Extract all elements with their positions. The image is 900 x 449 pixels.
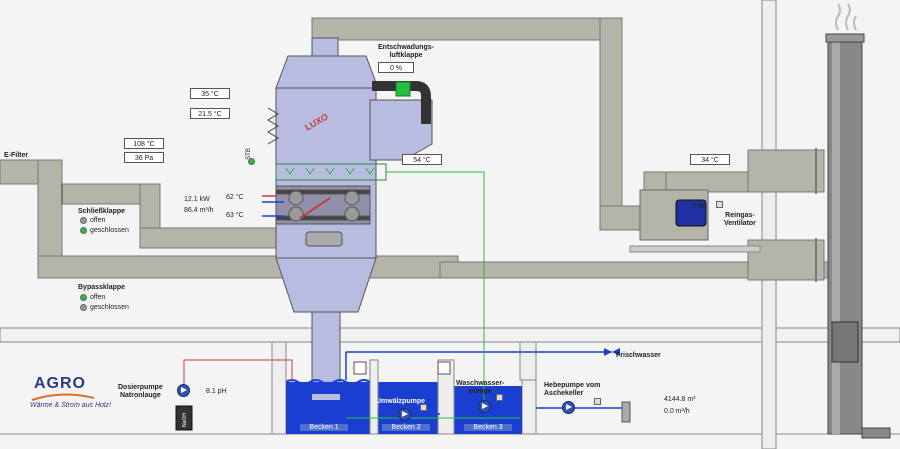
scrubber [275, 37, 433, 401]
schliessklappe-geschlossen-indicator [80, 227, 87, 234]
entschwadung-position-readout[interactable]: 0 % [378, 62, 414, 73]
agro-tagline: Wärme & Strom aus Holz! [30, 402, 111, 409]
umwaelzpumpe-label: Umwälzpumpe [376, 398, 426, 405]
e-filter-label: E-Filter [4, 152, 29, 159]
stack-temperature-readout[interactable]: 34 °C [690, 154, 730, 165]
agro-logo-swoosh [31, 393, 95, 401]
wall-right [761, 0, 777, 449]
reingas-fan-graphic [629, 189, 761, 253]
becken-3-label: Becken 3 [464, 424, 512, 431]
bypassklappe-label: Bypassklappe [78, 284, 126, 291]
temperature-mid-readout[interactable]: 21.5 °C [190, 108, 230, 119]
hx-outlet-temp-readout: 63 °C [226, 212, 244, 219]
dosierpumpe[interactable] [177, 384, 190, 397]
wall-basin-right [521, 379, 537, 435]
hebepumpe-control-button[interactable] [594, 398, 601, 405]
agro-logo: AGRO [34, 375, 86, 392]
waschwasserpumpe-control-button[interactable] [496, 394, 503, 401]
water-total-readout: 4144.8 m³ [664, 396, 696, 403]
hx-flow-readout: 86.4 m³/h [184, 207, 214, 214]
bypass-offen-indicator [80, 294, 87, 301]
frischwasser-label: Frischwasser [616, 352, 661, 359]
schliessklappe-offen-label: offen [90, 217, 106, 224]
umwaelzpumpe-control-button[interactable] [420, 404, 427, 411]
becken-1-label: Becken 1 [300, 424, 348, 431]
schliessklappe-label: Schließklappe [78, 208, 126, 215]
waschwasserpumpe[interactable] [478, 400, 491, 413]
bypass-geschlossen-indicator [80, 304, 87, 311]
fan-control-button[interactable] [716, 201, 723, 208]
water-flow-readout: 0.0 m³/h [664, 408, 690, 415]
bypass-offen-label: offen [90, 294, 106, 301]
stb-indicator [248, 158, 255, 165]
inlet-pressure-readout[interactable]: 36 Pa [124, 152, 164, 163]
hx-inlet-temp-readout: 62 °C [226, 194, 244, 201]
floor-slab [0, 327, 900, 343]
outlet-temperature-readout[interactable]: 54 °C [402, 154, 442, 165]
umwaelzpumpe[interactable] [398, 408, 411, 421]
waschwasserpumpe-label: Waschwasser- pumpe [456, 380, 505, 395]
becken-2-label: Becken 2 [382, 424, 430, 431]
power-readout: 12.1 kW [184, 196, 210, 203]
naoh-tank [175, 405, 193, 431]
naoh-label: NaOH [181, 413, 188, 427]
ph-readout: 8.1 pH [206, 388, 227, 395]
entschwadungsluftklappe-label: Entschwadungs- luftklappe [378, 44, 435, 59]
fan-speed-readout: 0 % [692, 203, 705, 210]
hebepumpe-label: Hebepumpe vom Aschekeller [544, 382, 601, 397]
schliessklappe-geschlossen-label: geschlossen [90, 227, 129, 234]
wall-basin-left [271, 341, 287, 435]
reingas-ventilator-label: Reingas- Ventilator [724, 212, 756, 227]
schliessklappe-offen-indicator [80, 217, 87, 224]
inlet-temperature-readout[interactable]: 108 °C [124, 138, 164, 149]
temperature-top-readout[interactable]: 35 °C [190, 88, 230, 99]
bypass-geschlossen-label: geschlossen [90, 304, 129, 311]
dosierpumpe-label: Dosierpumpe Natronlauge [118, 384, 163, 399]
hebepumpe[interactable] [562, 401, 575, 414]
